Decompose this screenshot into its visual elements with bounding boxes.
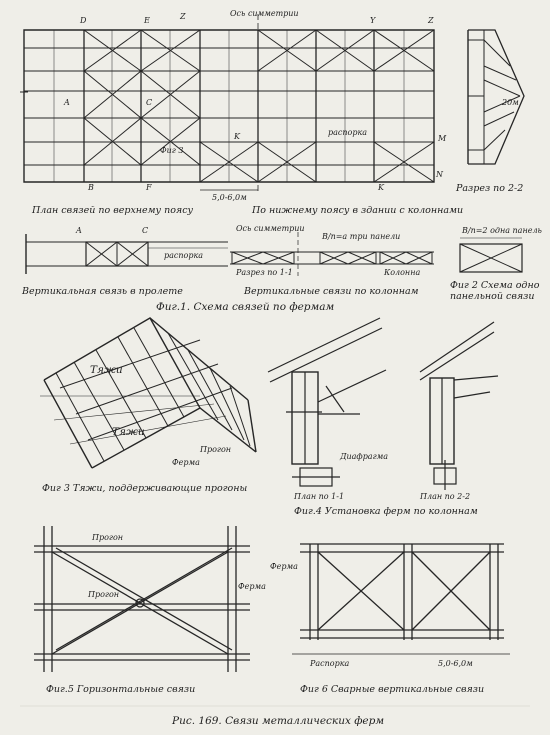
column-label: Колонна [384,268,421,277]
fig3-caption: Фиг 3 Тяжи, поддерживающие прогоны [42,483,248,494]
truss-on-columns-drawing [267,317,499,490]
one-panel-label: B/n=2 одна панель [462,226,542,235]
axis-symmetry-label-2: Ось симметрии [236,224,305,233]
letter-c-span: C [142,226,149,235]
letter-k-bottom: K [378,183,384,192]
letter-n: N [436,170,443,179]
letter-z-top: Z [180,12,186,21]
plan-2-2-label: План по 2-2 [420,492,471,501]
fig2-caption: Фиг 2 Схема одно панельной связи [450,280,540,302]
purlin-label: Прогон [200,445,232,454]
fig1-caption: Фиг.1. Схема связей по фермам [156,301,335,313]
letter-y: Y [370,16,376,25]
horizontal-bracing-drawing [34,526,250,672]
main-caption: Рис. 169. Связи металлических ферм [172,715,385,727]
strut-label: распорка [328,128,368,137]
fig4-caption: Фиг.4 Установка ферм по колоннам [294,506,478,517]
letter-b: B [88,183,94,192]
purlin-label-1: Прогон [92,533,124,542]
welded-vertical-bracing-drawing [292,543,510,655]
roof-isometric-drawing [40,317,257,469]
width-dimension: 20м [502,98,519,107]
letter-f: F [146,183,152,192]
fig5-caption: Фиг.5 Горизонтальные связи [46,684,196,695]
fig3-reference: Фиг 3 [160,146,184,155]
fig6-caption: Фиг 6 Сварные вертикальные связи [300,684,485,695]
fig6-span-dimension: 5,0-6,0м [438,659,473,668]
letter-k: K [234,132,240,141]
purlin-label-2: Прогон [88,590,120,599]
fig6-strut-label: Распорка [310,659,350,668]
truss-label: Ферма [172,458,200,467]
letter-d: D [80,16,87,25]
vertical-bracing-span-drawing [25,232,434,276]
span-dimension: 5,0-6,0м [212,193,247,202]
fig6-truss-label: Ферма [270,562,298,571]
letter-e: E [144,16,150,25]
one-panel-scheme-drawing [459,237,523,273]
section-2-2-caption: Разрез по 2-2 [456,183,524,194]
plan-bottom-chord-caption: По нижнему поясу в здании с колоннами [252,205,464,216]
section-1-1-label: Разрез по 1-1 [236,268,293,277]
fig5-truss-label: Ферма [238,582,266,591]
section-2-2-drawing [467,29,525,165]
letter-a: A [64,98,70,107]
strut-small-label: распорка [164,251,204,260]
rods-label-1: Тяжи [90,364,123,376]
plan-top-chord-caption: План связей по верхнему поясу [32,205,194,216]
letter-c: C [146,98,153,107]
rods-label-2: Тяжи [112,426,145,438]
plan-1-1-label: План по 1-1 [294,492,345,501]
axis-symmetry-label: Ось симметрии [230,9,299,18]
diaphragm-label: Диафрагма [340,452,389,461]
plan-top-chord-drawing [20,14,435,192]
letter-z-right: Z [428,16,434,25]
letter-m: M [438,134,447,143]
vertical-columns-caption: Вертикальные связи по колоннам [244,286,419,297]
vertical-span-caption: Вертикальная связь в пролете [22,286,183,297]
letter-a-span: A [76,226,82,235]
three-panels-label: B/n=a три панели [322,232,401,241]
